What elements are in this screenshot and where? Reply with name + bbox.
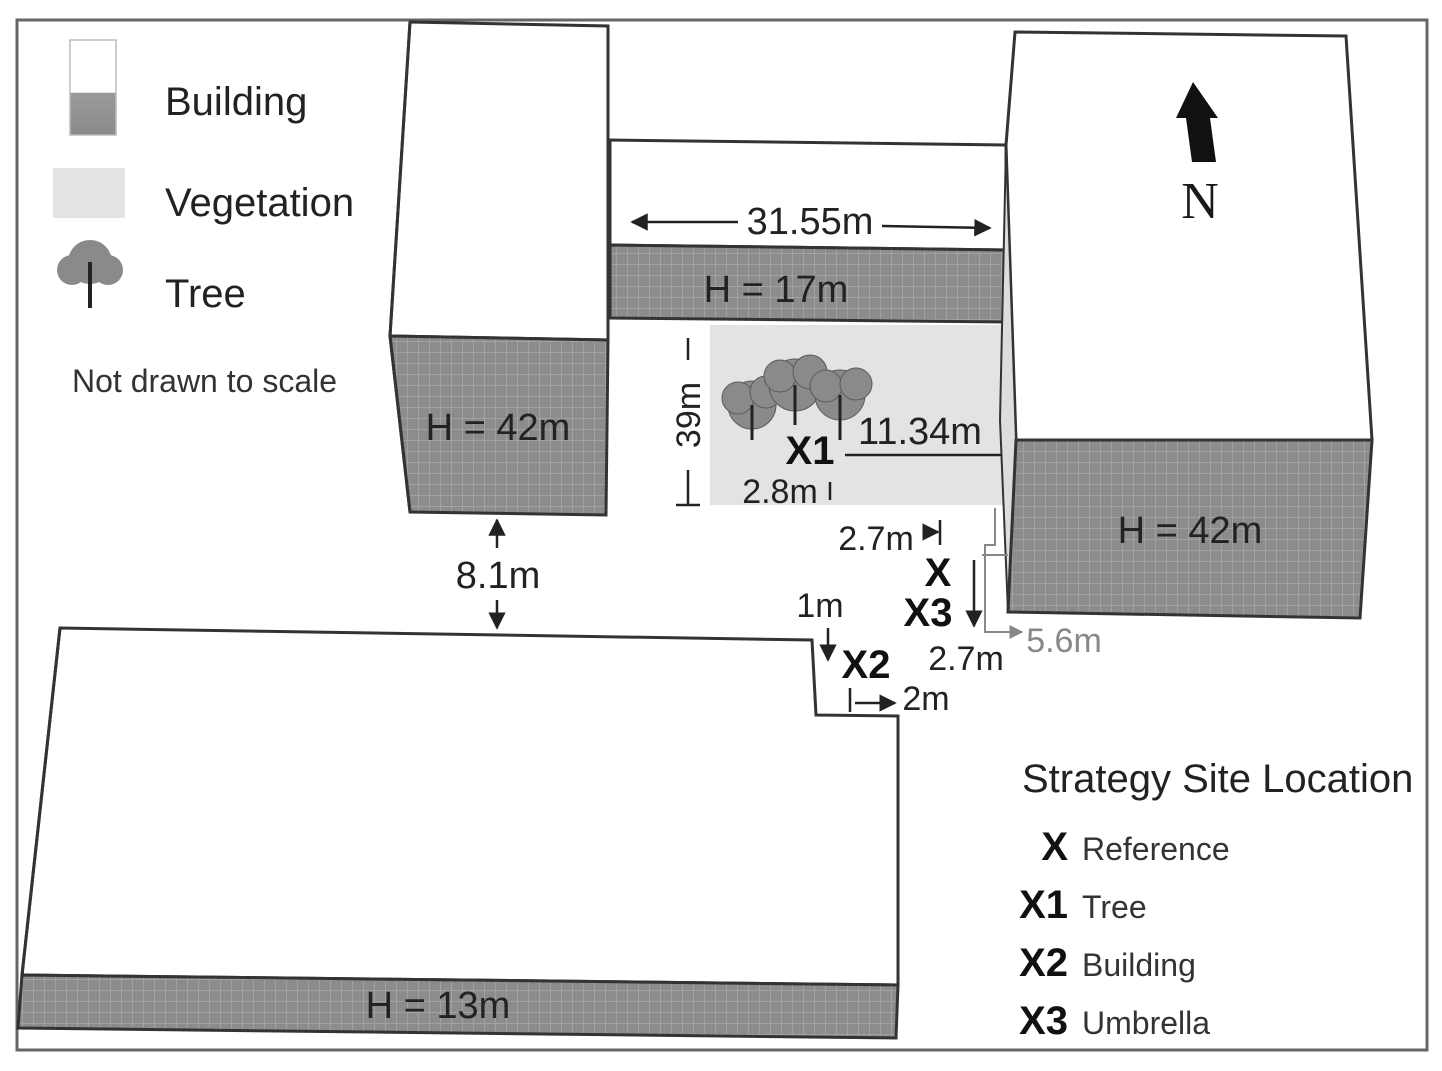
strategy-desc-reference: Reference bbox=[1082, 831, 1230, 867]
vegetation-swatch-icon bbox=[53, 168, 125, 218]
x1-marker: X1 bbox=[786, 429, 835, 473]
north-arrow-icon bbox=[1176, 82, 1218, 162]
south-block-height-label: H = 13m bbox=[366, 985, 511, 1027]
legend: Building Vegetation Tree Not drawn to sc… bbox=[53, 39, 354, 399]
legend-label-vegetation: Vegetation bbox=[165, 181, 354, 225]
block-gap-label: 8.1m bbox=[456, 555, 540, 597]
x2-marker: X2 bbox=[842, 643, 891, 687]
tree-icon bbox=[57, 240, 123, 308]
strategy-title: Strategy Site Location bbox=[1022, 757, 1413, 801]
strategy-legend: Strategy Site Location X Reference X1 Tr… bbox=[1019, 757, 1413, 1043]
east-tower-building bbox=[998, 30, 1374, 620]
dimension-lines bbox=[488, 213, 1002, 712]
strategy-code-x3: X3 bbox=[1019, 999, 1068, 1043]
tree-row-length-label: 11.34m bbox=[858, 411, 982, 453]
tree-offset-label: 2.8m bbox=[742, 473, 818, 511]
strategy-desc-tree: Tree bbox=[1082, 889, 1147, 925]
tree-icon bbox=[763, 354, 828, 425]
umbrella-offset-label: 2.7m bbox=[928, 640, 1004, 678]
north-label: N bbox=[1181, 173, 1219, 230]
legend-label-building: Building bbox=[165, 80, 307, 124]
strategy-code-x2: X2 bbox=[1019, 941, 1068, 985]
strategy-code-x1: X1 bbox=[1019, 883, 1068, 927]
x2-horizontal-offset-label: 2m bbox=[902, 680, 949, 718]
west-tower-height-label: H = 42m bbox=[426, 407, 571, 449]
strategy-desc-umbrella: Umbrella bbox=[1082, 1005, 1210, 1041]
legend-label-tree: Tree bbox=[165, 272, 246, 316]
scale-note: Not drawn to scale bbox=[72, 363, 337, 399]
x-marker: X bbox=[925, 551, 952, 595]
east-tower-height-label: H = 42m bbox=[1118, 510, 1263, 552]
umbrella-offset-lines bbox=[982, 508, 1024, 639]
bridge-height-label: H = 17m bbox=[704, 269, 849, 311]
reference-offset-label: 2.7m bbox=[838, 520, 914, 558]
west-tower-building bbox=[388, 20, 610, 517]
tree-icon bbox=[809, 367, 873, 440]
courtyard-depth-label: 39m bbox=[670, 382, 708, 448]
x2-vertical-offset-label: 1m bbox=[796, 587, 843, 625]
bridge-length-label: 31.55m bbox=[747, 201, 874, 243]
strategy-desc-building: Building bbox=[1082, 947, 1196, 983]
x3-marker: X3 bbox=[904, 591, 953, 635]
south-block-building bbox=[16, 626, 900, 1040]
building-swatch-icon bbox=[69, 39, 117, 136]
tree-cluster bbox=[721, 354, 873, 440]
strategy-code-x: X bbox=[1041, 825, 1068, 869]
umbrella-span-label: 5.6m bbox=[1026, 622, 1102, 660]
